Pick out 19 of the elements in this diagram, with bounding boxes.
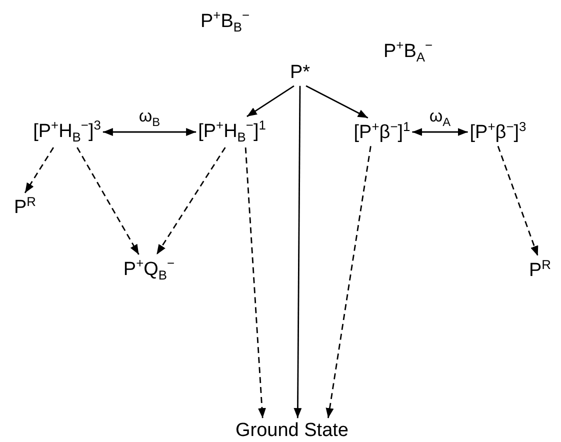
arrow <box>412 128 468 136</box>
state-label: [P$^{+}$β$^{−}$]$^{1}$ <box>354 120 410 144</box>
state-label: [P$^{+}$H$_{B}$$^{−}$]$^{3}$ <box>33 118 101 146</box>
arrow <box>326 146 372 418</box>
arrow <box>76 147 140 255</box>
arrow <box>102 128 196 136</box>
state-label: Ground State <box>235 420 349 442</box>
arrow <box>294 86 302 418</box>
arrow <box>244 147 266 418</box>
arrow <box>497 146 538 256</box>
arrow <box>306 85 368 119</box>
state-label: [P$^{+}$H$_{B}$$^{−}$]$^{1}$ <box>198 118 266 146</box>
arrow <box>246 85 294 118</box>
state-label: [P$^{+}$β$^{−}$]$^{3}$ <box>470 120 526 144</box>
arrow <box>156 147 226 255</box>
state-label: P* <box>290 62 310 84</box>
arrow <box>24 147 54 194</box>
state-label: P$^{R}$ <box>14 194 36 220</box>
state-label: P$^{R}$ <box>529 258 551 282</box>
